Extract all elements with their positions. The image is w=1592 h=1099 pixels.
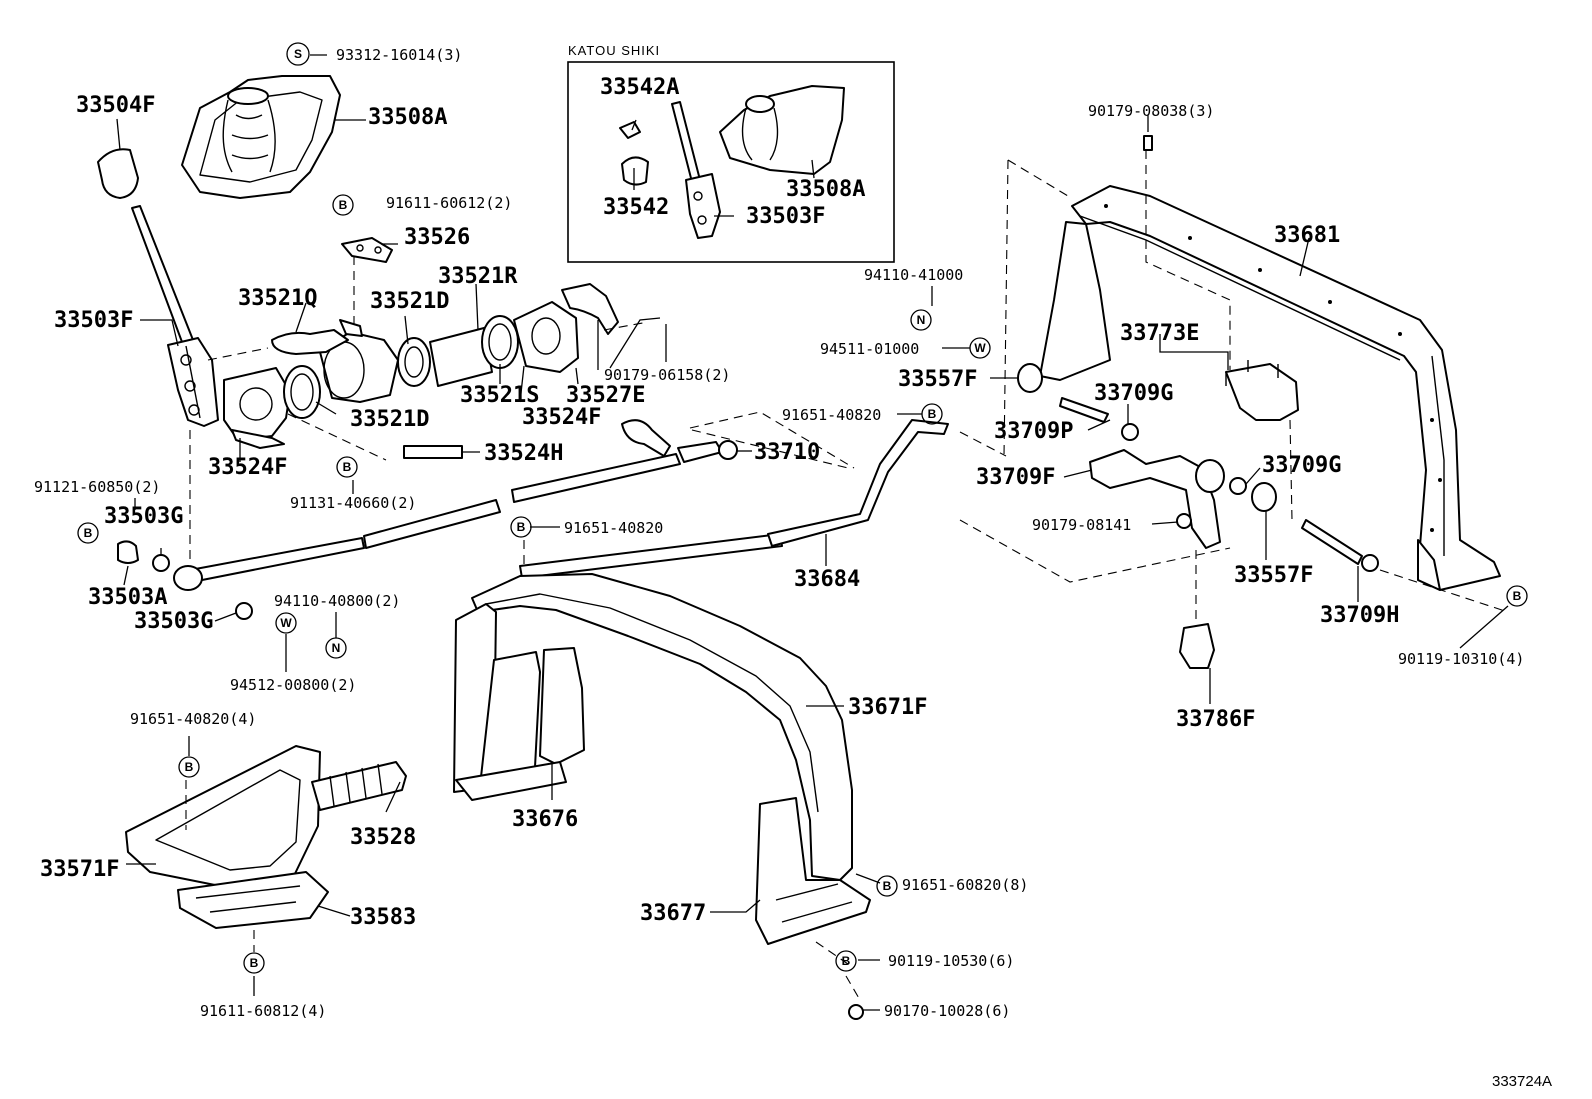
label-90179-08038: 90179-08038(3) [1088, 102, 1214, 120]
symbol-b-icon: B [517, 520, 526, 534]
label-inset-33503F: 33503F [746, 204, 825, 229]
label-33681: 33681 [1274, 223, 1340, 248]
label-90119-10530: 90119-10530(6) [888, 952, 1014, 970]
label-33709G-right: 33709G [1262, 453, 1341, 478]
fastener-symbols: S B B B B W N B B B N W B B B [77, 42, 1528, 1020]
crossmember-33681 [1039, 185, 1501, 591]
assembly-lines [185, 150, 1509, 1001]
label-inset-33542A: 33542A [600, 75, 679, 100]
console-base [125, 745, 407, 929]
label-91651-40820-4: 91651-40820(4) [130, 710, 256, 728]
fastener-labels: 93312-16014(3) 91611-60612(2) 90179-0615… [34, 46, 1524, 1020]
label-33524F-left: 33524F [208, 455, 287, 480]
symbol-b-icon: B [84, 526, 93, 540]
label-33524F-right: 33524F [522, 405, 601, 430]
label-91651-60820: 91651-60820(8) [902, 876, 1028, 894]
label-33527E: 33527E [566, 383, 645, 408]
label-33503G-top: 33503G [104, 504, 183, 529]
label-91121-60850: 91121-60850(2) [34, 478, 160, 496]
label-inset-33508A: 33508A [786, 177, 865, 202]
label-33677: 33677 [640, 901, 706, 926]
label-33521R: 33521R [438, 264, 518, 289]
shift-boot-33508A [181, 75, 341, 199]
label-33508A: 33508A [368, 105, 447, 130]
reference-code: 333724A [1492, 1073, 1552, 1090]
label-94110-40800: 94110-40800(2) [274, 592, 400, 610]
label-33786F: 33786F [1176, 707, 1255, 732]
symbol-b-icon: B [250, 956, 259, 970]
label-91651-40820-a: 91651-40820 [564, 519, 663, 537]
label-91651-40820-b: 91651-40820 [782, 406, 881, 424]
label-33583: 33583 [350, 905, 416, 930]
symbol-b-icon: B [883, 879, 892, 893]
label-33504F: 33504F [76, 93, 155, 118]
shift-bracket-right [1017, 135, 1379, 669]
symbol-w-icon: W [974, 341, 986, 355]
label-91611-60812: 91611-60812(4) [200, 1002, 326, 1020]
label-94512-00800: 94512-00800(2) [230, 676, 356, 694]
symbol-b-icon: B [1513, 589, 1522, 603]
label-33557F-top: 33557F [898, 367, 977, 392]
symbol-b-icon: B [185, 760, 194, 774]
label-33528: 33528 [350, 825, 416, 850]
leader-lines [116, 54, 1509, 1011]
label-33503A: 33503A [88, 585, 167, 610]
symbol-s-icon: S [294, 47, 302, 61]
label-90179-06158: 90179-06158(2) [604, 366, 730, 384]
label-33709H: 33709H [1320, 603, 1399, 628]
shift-lever-33503F [131, 205, 219, 427]
part-labels: 33504F 33508A 33503F 33526 33521Q 33521D… [40, 75, 1399, 930]
label-33709F: 33709F [976, 465, 1055, 490]
katou-shiki-inset [567, 61, 895, 263]
label-91611-60612: 91611-60612(2) [386, 194, 512, 212]
symbol-b-icon: B [343, 460, 352, 474]
label-94110-41000: 94110-41000 [864, 266, 963, 284]
label-inset-33542: 33542 [603, 195, 669, 220]
label-33503G-bottom: 33503G [134, 609, 213, 634]
label-33557F-bottom: 33557F [1234, 563, 1313, 588]
label-33521Q: 33521Q [238, 286, 317, 311]
symbol-b-icon: B [842, 954, 851, 968]
label-33773E: 33773E [1120, 321, 1199, 346]
label-33684: 33684 [794, 567, 860, 592]
label-91131-40660: 91131-40660(2) [290, 494, 416, 512]
symbol-w-icon: W [280, 616, 292, 630]
inset-title: KATOU SHIKI [568, 43, 660, 58]
shift-knob-33504F [97, 148, 139, 199]
label-94511-01000: 94511-01000 [820, 340, 919, 358]
label-93312-16014: 93312-16014(3) [336, 46, 462, 64]
label-33709P: 33709P [994, 419, 1073, 444]
label-90179-08141: 90179-08141 [1032, 516, 1131, 534]
label-90119-10310: 90119-10310(4) [1398, 650, 1524, 668]
symbol-n-icon: N [917, 313, 926, 327]
label-90170-10028: 90170-10028(6) [884, 1002, 1010, 1020]
label-33521S: 33521S [460, 383, 539, 408]
label-33709G-top: 33709G [1094, 381, 1173, 406]
label-33503F: 33503F [54, 308, 133, 333]
crossmember-33671F [453, 573, 871, 945]
label-33521D-top: 33521D [370, 289, 449, 314]
label-33521D-bottom: 33521D [350, 407, 429, 432]
label-33671F: 33671F [848, 695, 927, 720]
shift-rods [117, 419, 949, 620]
symbol-b-icon: B [928, 407, 937, 421]
label-33710: 33710 [754, 440, 820, 465]
label-33571F: 33571F [40, 857, 119, 882]
label-33526: 33526 [404, 225, 470, 250]
shift-housing-33521 [223, 237, 619, 449]
symbol-b-icon: B [339, 198, 348, 212]
label-33676: 33676 [512, 807, 578, 832]
label-33524H: 33524H [484, 441, 563, 466]
symbol-n-icon: N [332, 641, 341, 655]
